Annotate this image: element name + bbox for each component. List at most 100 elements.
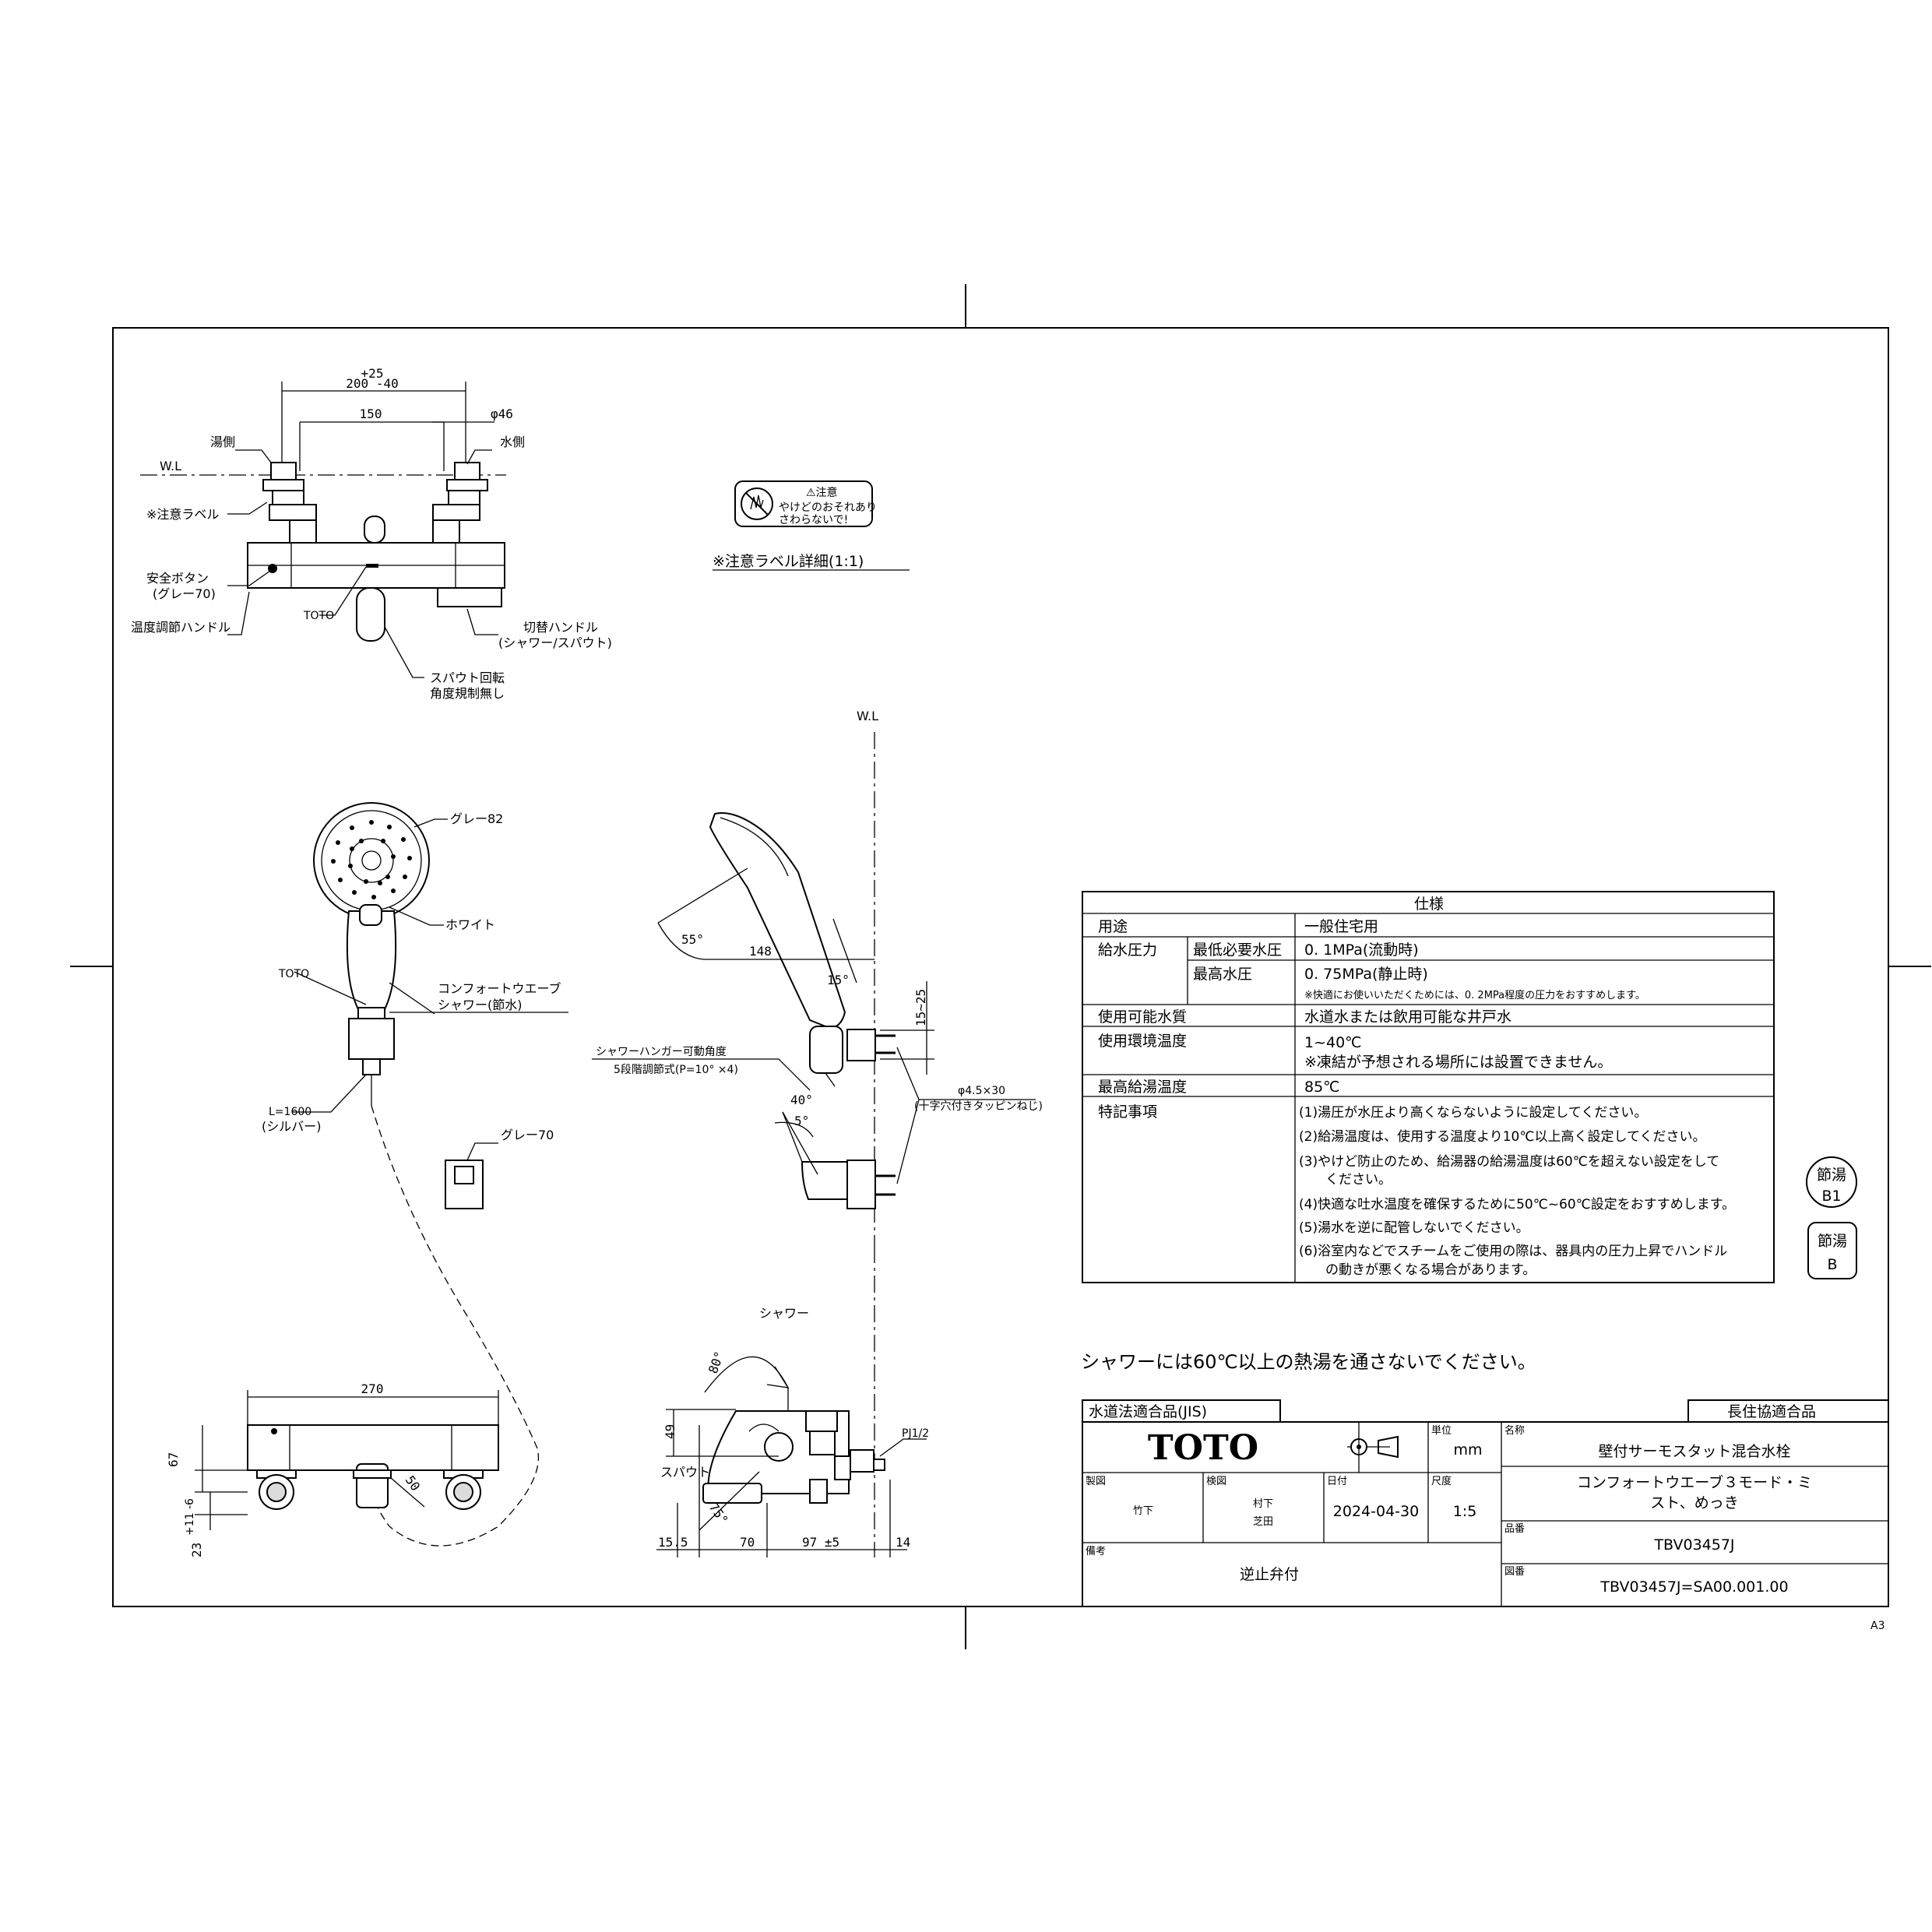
cold-side-label: 水側 xyxy=(500,435,525,449)
spec-row-min-pressure-value: 0. 1MPa(流動時) xyxy=(1304,941,1419,959)
hot-side-label: 湯側 xyxy=(210,435,235,449)
scale-value: 1:5 xyxy=(1453,1503,1477,1520)
spout-label: スパウト xyxy=(660,1465,710,1480)
spec-row-maxtemp-label: 最高給湯温度 xyxy=(1098,1079,1187,1096)
spec-row-env-note: ※凍結が予想される場所には設置できません。 xyxy=(1304,1054,1612,1071)
dim-15-5: 15.5 xyxy=(658,1535,688,1550)
pj-label: PJ1/2 xyxy=(902,1427,929,1440)
spec-note-6: (6)浴室内などでスチームをご使用の際は、器具内の圧力上昇でハンドル xyxy=(1299,1243,1727,1259)
product-name-2: コンフォートウエーブ３モード・ミ xyxy=(1577,1473,1812,1491)
dim-15-25: 15~25 xyxy=(913,989,928,1026)
chojuu-label: 長住協適合品 xyxy=(1727,1403,1816,1420)
faucet-symbol-icon xyxy=(1347,1435,1399,1459)
faucet-top-view xyxy=(195,1390,499,1530)
caution-label-head: ⚠注意 xyxy=(806,486,838,499)
spec-row-use-value: 一般住宅用 xyxy=(1304,918,1378,935)
spec-row-use-label: 用途 xyxy=(1098,918,1128,935)
unit-label: 単位 xyxy=(1431,1424,1452,1437)
dim-23-tol: +11 -6 xyxy=(184,1498,196,1536)
toto-mark-label: TOTO xyxy=(303,610,334,622)
title-block: 水道法適合品(JIS) 長住協適合品 TOTO 単位 mm 名称 壁付サーモスタ… xyxy=(1082,1399,1889,1607)
spec-row-env-label: 使用環境温度 xyxy=(1098,1033,1187,1050)
gray70-label: グレー70 xyxy=(501,1128,554,1142)
badge-b-bottom: B xyxy=(1827,1256,1837,1273)
drawn-value: 竹下 xyxy=(1133,1505,1153,1517)
brand-logo: TOTO xyxy=(1148,1428,1258,1468)
dim-150: 150 xyxy=(360,406,382,421)
spec-notes-label: 特記事項 xyxy=(1098,1103,1157,1121)
spec-row-pressure-note: ※快適にお使いいただくためには、0. 2MPa程度の圧力をおすすめします。 xyxy=(1304,989,1645,1001)
wl-left: W.L xyxy=(160,459,181,473)
angle-15: 15° xyxy=(827,973,850,987)
comfort-wave-label: コンフォートウエーブ xyxy=(438,981,561,996)
sheet-size: A3 xyxy=(1870,1620,1884,1632)
angle-75: 75° xyxy=(706,1500,731,1527)
date-value: 2024-04-30 xyxy=(1333,1503,1419,1520)
dim-top: 200 -40 xyxy=(346,376,398,391)
shower-label: シャワー xyxy=(759,1306,809,1321)
dim-49: 49 xyxy=(663,1424,677,1439)
shower-nozzle-dots xyxy=(331,820,412,899)
dim-67: 67 xyxy=(166,1452,181,1467)
dim-148: 148 xyxy=(749,944,772,959)
checked-value-2: 芝田 xyxy=(1253,1515,1273,1528)
badge-b-top: 節湯 xyxy=(1818,1233,1847,1250)
faucet-front-labels: +25 200 -40 150 φ46 W.L 湯側 水側 ※注意ラベル 安全ボ… xyxy=(131,366,612,701)
white-label: ホワイト xyxy=(445,917,495,932)
product-name-3: スト、めっき xyxy=(1650,1494,1739,1511)
spec-note-1: (1)湯圧が水圧より高くならないように設定してください。 xyxy=(1299,1105,1647,1121)
angle-5: 5° xyxy=(794,1114,809,1128)
shower-side-view xyxy=(592,732,1036,1246)
scale-label: 尺度 xyxy=(1431,1475,1452,1487)
safety-button-color: (グレー70) xyxy=(153,586,216,601)
spec-row-water-label: 使用可能水質 xyxy=(1098,1008,1187,1026)
drawn-label: 製図 xyxy=(1086,1476,1106,1487)
spec-note-3: (3)やけど防止のため、給湯器の給湯温度は60℃を超えない設定をして xyxy=(1299,1154,1719,1170)
dim-23: 23 xyxy=(189,1543,204,1557)
caution-detail-title: ※注意ラベル詳細(1:1) xyxy=(713,553,864,570)
dim-top-tol: +25 xyxy=(361,366,384,381)
switch-handle-sub: (シャワー/スパウト) xyxy=(498,635,612,650)
spec-row-env-value: 1~40℃ xyxy=(1304,1034,1362,1051)
angle-80: 80° xyxy=(706,1350,727,1376)
screw-sub: (十字穴付きタッピンねじ) xyxy=(914,1100,1043,1113)
spec-note-5: (5)湯水を逆に配管しないでください。 xyxy=(1299,1220,1529,1236)
spec-row-maxtemp-value: 85℃ xyxy=(1304,1079,1340,1096)
badge-b: 節湯 B xyxy=(1807,1222,1857,1279)
hose-length-label: L=1600 xyxy=(269,1106,311,1118)
drawing-no-label: 図番 xyxy=(1504,1566,1525,1578)
badge-b1: 節湯 B1 xyxy=(1806,1156,1857,1208)
wl-right: W.L xyxy=(857,709,878,723)
safety-button-label: 安全ボタン xyxy=(146,571,209,586)
faucet-front-view xyxy=(140,382,506,678)
spec-note-4: (4)快適な吐水温度を確保するために50℃~60℃設定をおすすめします。 xyxy=(1299,1197,1735,1212)
shower-side-labels: W.L 55° 148 15° 15~25 シャワーハンガー可動角度 5段階調節… xyxy=(596,709,1043,1128)
spout-rotation-sub: 角度規制無し xyxy=(430,686,505,701)
spec-row-min-pressure-label: 最低必要水圧 xyxy=(1193,941,1282,959)
screw-label: φ4.5×30 xyxy=(958,1085,1005,1097)
product-name-1: 壁付サーモスタット混合水栓 xyxy=(1598,1443,1790,1460)
spec-row-pressure-label: 給水圧力 xyxy=(1098,941,1157,959)
badge-b1-top: 節湯 xyxy=(1817,1167,1846,1184)
angle-40: 40° xyxy=(790,1093,813,1107)
spec-note-2: (2)給湯温度は、使用する温度より10℃以上高く設定してください。 xyxy=(1299,1128,1705,1145)
part-label: 品番 xyxy=(1504,1523,1525,1535)
toto-shower-label: TOTO xyxy=(278,968,309,980)
spec-note-6b: の動きが悪くなる場合があります。 xyxy=(1299,1262,1536,1278)
shower-head-front xyxy=(292,802,568,1547)
unit-value: mm xyxy=(1453,1441,1482,1459)
gray82-label: グレー82 xyxy=(450,811,503,826)
hot-water-warning: シャワーには60℃以上の熱湯を通さないでください。 xyxy=(1081,1351,1536,1373)
hanger-angle-sub: 5段階調節式(P=10° ×4) xyxy=(614,1063,738,1076)
dim-270: 270 xyxy=(361,1381,384,1396)
part-value: TBV03457J xyxy=(1653,1536,1734,1554)
caution-label-text2: さわらないで! xyxy=(779,514,848,526)
remarks-value: 逆止弁付 xyxy=(1240,1566,1299,1583)
badge-b1-bottom: B1 xyxy=(1821,1188,1841,1205)
spec-row-max-pressure-label: 最高水圧 xyxy=(1193,966,1252,983)
remarks-label: 備考 xyxy=(1086,1545,1106,1557)
hanger-angle-label: シャワーハンガー可動角度 xyxy=(596,1046,727,1058)
checked-label: 検図 xyxy=(1206,1476,1226,1487)
spout-rotation-label: スパウト回転 xyxy=(430,670,505,685)
caution-label-callout: ※注意ラベル xyxy=(146,507,219,522)
